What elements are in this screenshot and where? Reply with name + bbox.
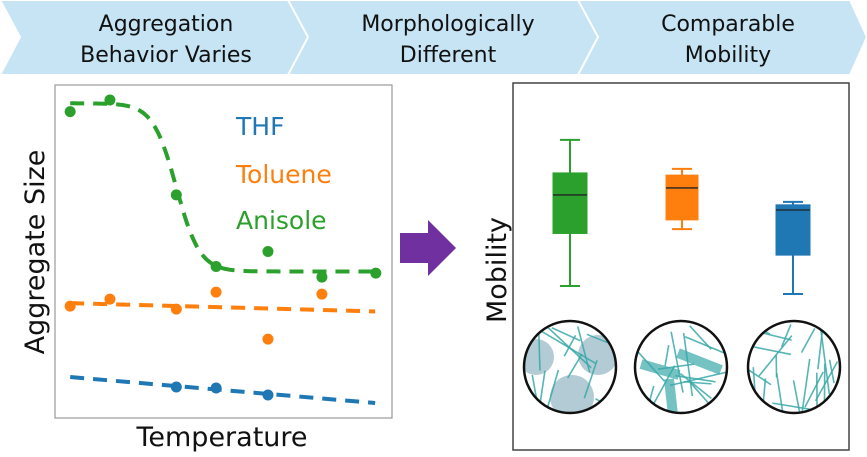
fiber bbox=[748, 364, 772, 386]
data-point-toluene bbox=[170, 303, 182, 315]
mobility-chart: Mobility bbox=[482, 82, 850, 451]
fiber bbox=[635, 330, 665, 382]
data-point-anisole bbox=[316, 271, 328, 283]
fiber-bundle bbox=[676, 348, 723, 375]
fit-line-thf bbox=[69, 375, 376, 406]
step-3-line-2: Mobility bbox=[685, 43, 771, 68]
fiber bbox=[543, 323, 592, 369]
fiber bbox=[683, 380, 712, 385]
fiber bbox=[775, 373, 787, 413]
box bbox=[665, 174, 699, 221]
legend-thf: THF bbox=[235, 112, 284, 141]
morphology-circle bbox=[633, 319, 729, 415]
right-arrow-icon bbox=[400, 220, 456, 276]
fit-line-toluene bbox=[70, 301, 376, 314]
fiber bbox=[551, 327, 581, 342]
fiber bbox=[679, 372, 712, 400]
fiber-bundle bbox=[664, 378, 678, 413]
chevron-step-3 bbox=[576, 0, 867, 76]
x-axis-label: Temperature bbox=[135, 422, 307, 453]
fiber bbox=[772, 402, 811, 411]
data-point-toluene bbox=[316, 288, 328, 300]
step-1-line-2: Behavior Varies bbox=[80, 43, 252, 68]
data-point-thf bbox=[262, 389, 274, 401]
data-point-toluene bbox=[64, 300, 76, 312]
data-point-anisole bbox=[170, 189, 182, 201]
aggregate-blob bbox=[550, 375, 594, 413]
boxplot-toluene bbox=[665, 167, 699, 231]
fiber bbox=[819, 326, 831, 395]
data-point-toluene bbox=[262, 333, 274, 345]
fiber bbox=[684, 335, 727, 361]
box bbox=[775, 204, 811, 256]
fiber bbox=[753, 346, 792, 356]
box bbox=[552, 172, 588, 234]
step-2-line-2: Different bbox=[400, 43, 497, 68]
y-axis-label: Mobility bbox=[482, 217, 513, 323]
fiber bbox=[758, 335, 793, 377]
step-2-line-1: Morphologically bbox=[361, 12, 534, 37]
boxplot-anisole bbox=[552, 138, 588, 287]
fiber bbox=[682, 332, 694, 397]
fiber bbox=[669, 370, 727, 387]
fiber bbox=[804, 371, 824, 408]
y-axis-label: Aggregate Size bbox=[20, 150, 51, 355]
fiber bbox=[800, 327, 816, 354]
legend-toluene: Toluene bbox=[235, 160, 332, 189]
process-banner: Aggregation Behavior Varies Morphologica… bbox=[0, 0, 867, 76]
fiber bbox=[535, 327, 596, 364]
fiber bbox=[799, 358, 811, 413]
legend-anisole: Anisole bbox=[236, 206, 327, 235]
data-point-anisole bbox=[370, 267, 382, 279]
fiber bbox=[664, 345, 670, 367]
data-point-thf bbox=[210, 382, 222, 394]
data-point-anisole bbox=[210, 260, 222, 272]
data-point-toluene bbox=[104, 293, 116, 305]
fit-line-anisole bbox=[70, 101, 377, 274]
fiber bbox=[814, 361, 839, 402]
plot-frame bbox=[54, 84, 393, 419]
fiber bbox=[563, 334, 577, 357]
step-1-line-1: Aggregation bbox=[99, 12, 234, 37]
data-point-anisole bbox=[104, 94, 116, 106]
data-point-anisole bbox=[64, 106, 76, 118]
step-3-line-1: Comparable bbox=[661, 12, 795, 37]
fiber bbox=[586, 333, 616, 351]
boxplot-thf bbox=[775, 200, 811, 296]
data-point-anisole bbox=[262, 246, 274, 257]
fiber bbox=[828, 359, 835, 384]
fiber bbox=[546, 369, 560, 410]
morphology-circle bbox=[746, 319, 842, 415]
fiber bbox=[780, 324, 792, 348]
fiber bbox=[583, 359, 598, 399]
data-point-toluene bbox=[210, 286, 222, 298]
data-point-thf bbox=[170, 381, 182, 393]
aggregate-size-chart: THF Toluene Anisole Temperature Aggregat… bbox=[20, 84, 393, 453]
morphology-circle bbox=[522, 319, 618, 415]
